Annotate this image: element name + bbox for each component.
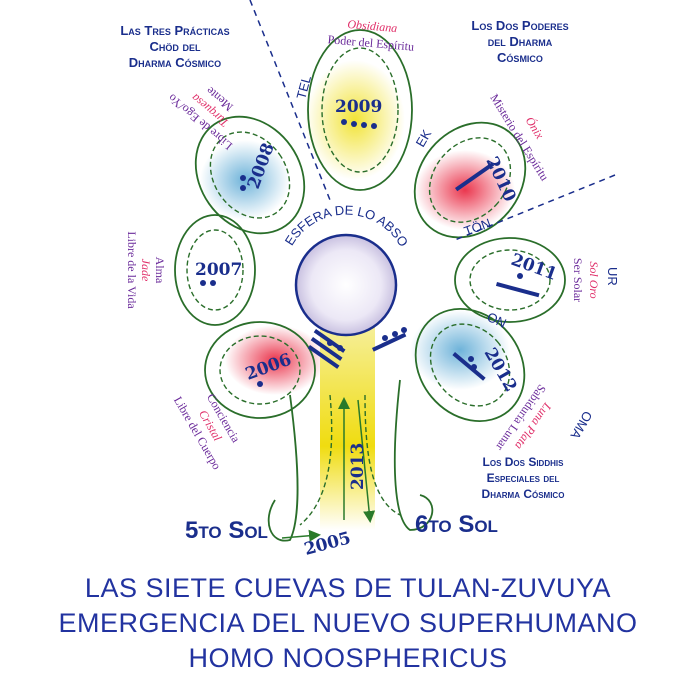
label-5to-sol: 5to Sol	[185, 517, 268, 544]
title-line-1: LAS SIETE CUEVAS DE TULAN-ZUVUYA	[84, 573, 612, 603]
corner-label-bottom-right: Los Dos Siddhis Especiales del Dharma Có…	[482, 455, 565, 501]
svg-text:Dharma Cósmico: Dharma Cósmico	[482, 487, 565, 501]
petal-inner-edges	[186, 47, 551, 526]
year-2009: 2009	[335, 97, 382, 117]
channel-tel: TEL	[293, 74, 314, 101]
divider-line-right	[454, 174, 616, 241]
corner-label-top-right: Los Dos Poderes del Dharma Cósmico	[471, 18, 568, 65]
caption-2008: Mente Turquesa Libre de Ego/Yo	[165, 84, 235, 153]
mayan-numerals	[200, 119, 540, 387]
svg-text:Alma: Alma	[153, 257, 167, 284]
svg-text:Cósmico: Cósmico	[497, 50, 543, 65]
year-2011: 2011	[508, 250, 559, 285]
svg-text:Chöd del: Chöd del	[150, 39, 202, 54]
corner-label-top-left: Las Tres Prácticas Chöd del Dharma Cósmi…	[120, 23, 229, 70]
svg-text:del Dharma: del Dharma	[488, 34, 553, 49]
glow-2006	[225, 325, 325, 395]
petal-outlines	[174, 29, 566, 542]
glow-2012	[410, 310, 510, 390]
divider-line-left	[249, 0, 331, 201]
glow-stem	[320, 320, 375, 530]
caption-2009: Obsidiana Poder del Espíritu	[327, 17, 415, 54]
absolute-sphere	[294, 233, 398, 337]
channel-on: ON	[485, 309, 509, 331]
glow-2009	[305, 60, 405, 180]
svg-text:Obsidiana: Obsidiana	[347, 17, 398, 35]
label-6to-sol: 6to Sol	[415, 511, 498, 538]
svg-text:Las Tres Prácticas: Las Tres Prácticas	[120, 23, 229, 38]
year-2013: 2013	[348, 443, 368, 490]
svg-text:Libre de la Vida: Libre de la Vida	[125, 231, 139, 309]
caption-2011: Sol Oro Ser Solar	[571, 258, 601, 302]
channel-ur: UR	[605, 267, 620, 286]
year-2005: 2005	[302, 528, 353, 560]
arrow-down	[357, 399, 376, 523]
svg-text:Especiales del: Especiales del	[487, 471, 560, 485]
channel-ek: EK	[413, 127, 435, 150]
svg-text:Los Dos Poderes: Los Dos Poderes	[471, 18, 568, 33]
svg-text:Dharma Cósmico: Dharma Cósmico	[129, 55, 221, 70]
title-line-2: EMERGENCIA DEL NUEVO SUPERHUMANO	[58, 608, 638, 638]
svg-text:Sol Oro: Sol Oro	[587, 261, 601, 298]
caption-2007: Alma Jade Libre de la Vida	[125, 231, 167, 309]
channel-oma: OMA	[567, 409, 595, 442]
svg-text:Ser Solar: Ser Solar	[571, 258, 585, 302]
svg-text:Los Dos Siddhis: Los Dos Siddhis	[483, 455, 565, 469]
arrow-right	[281, 529, 321, 542]
title-line-3: HOMO NOOSPHERICUS	[188, 643, 508, 673]
year-2007: 2007	[195, 260, 242, 280]
caption-2006: Conciencia Cristal Libre del Cuerpo	[171, 391, 243, 472]
svg-text:Jade: Jade	[139, 259, 153, 282]
